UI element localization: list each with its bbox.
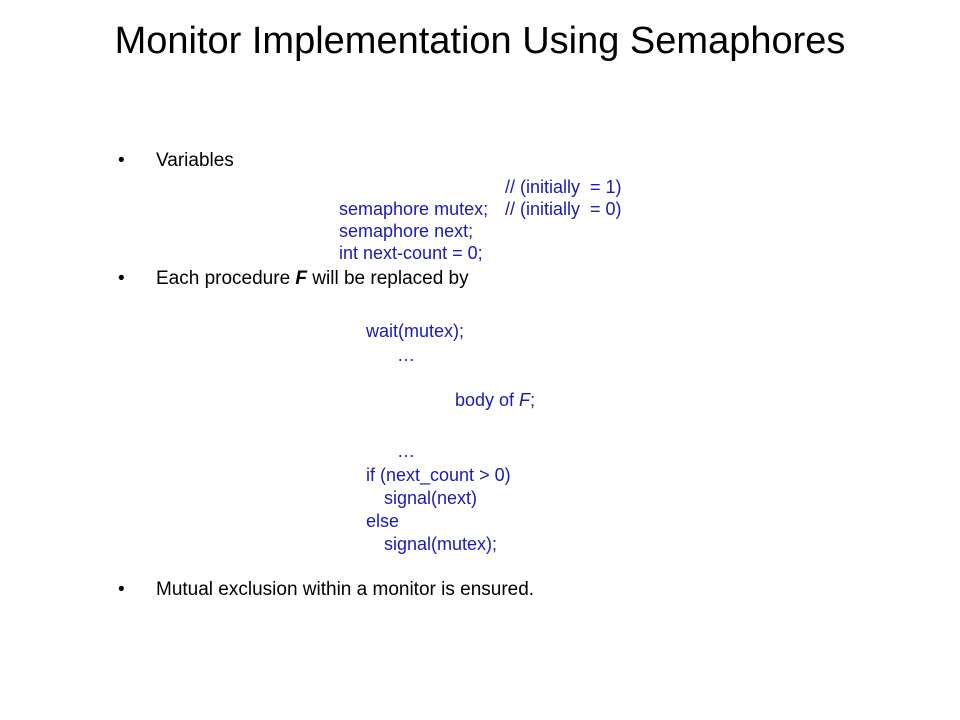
- code-wait: wait(mutex);: [366, 321, 465, 341]
- bullet-text: Variables: [156, 150, 234, 171]
- code-signal-mutex: signal(mutex);: [384, 534, 498, 554]
- code-if: if (next_count > 0): [366, 465, 511, 485]
- code-text: int next-count = 0;: [339, 243, 483, 263]
- bullet-marker: •: [118, 268, 125, 289]
- procedure-name: F: [295, 268, 308, 289]
- code-ellipsis: …: [397, 441, 415, 461]
- code-else: else: [366, 511, 400, 531]
- bullet-text: Each procedure F will be replaced by: [156, 268, 469, 290]
- variable-decl-line: semaphore next; // (initially = 0): [319, 198, 622, 286]
- text-after: will be replaced by: [307, 268, 469, 289]
- text-before: Each procedure: [156, 268, 296, 289]
- code-comment: // (initially = 1): [505, 177, 622, 197]
- body-prefix: body of: [455, 390, 520, 410]
- body-var: F: [519, 390, 531, 410]
- code-text: semaphore mutex;: [339, 199, 489, 219]
- code-ellipsis: …: [397, 345, 415, 365]
- bullet-marker: •: [118, 579, 125, 600]
- code-body: body of F;: [455, 389, 535, 411]
- variable-decl-line: int next-count = 0;: [319, 220, 483, 286]
- variable-decl-line: semaphore mutex; // (initially = 1): [319, 176, 622, 264]
- code-text: semaphore next;: [339, 221, 474, 241]
- code-comment: // (initially = 0): [505, 199, 622, 219]
- code-signal-next: signal(next): [384, 488, 478, 508]
- body-suffix: ;: [530, 390, 536, 410]
- slide-title: Monitor Implementation Using Semaphores: [114, 20, 846, 62]
- bullet-text: Mutual exclusion within a monitor is ens…: [156, 579, 535, 600]
- bullet-marker: •: [118, 150, 125, 171]
